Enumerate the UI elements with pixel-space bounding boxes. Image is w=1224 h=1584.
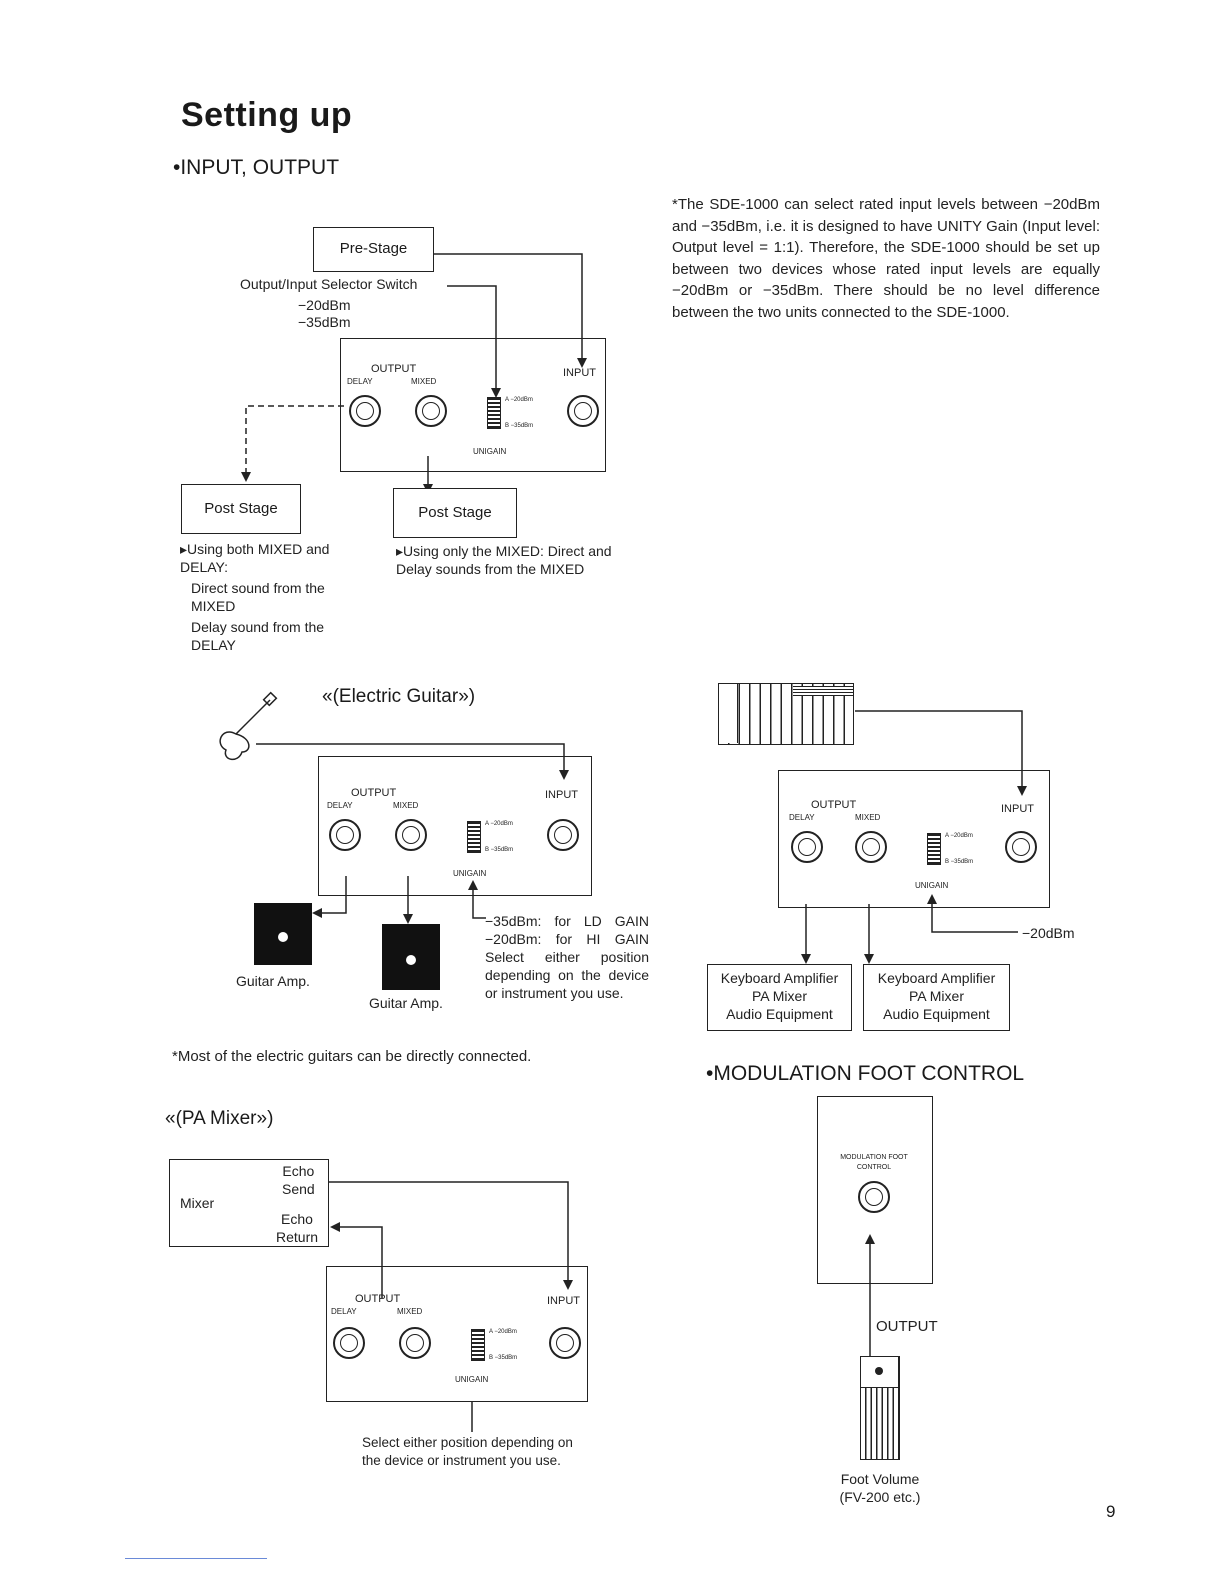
keyboard-icon (718, 683, 854, 745)
level-35-label: −35dBm (298, 314, 351, 330)
panel-output-label: OUTPUT (811, 799, 857, 811)
panel-mixed-label: MIXED (411, 377, 437, 386)
input-jack-icon (567, 395, 599, 427)
input-jack-icon (1005, 831, 1037, 863)
panel-input-label: INPUT (545, 789, 578, 801)
dest-left-box: Keyboard Amplifier PA Mixer Audio Equipm… (707, 964, 852, 1031)
panel-delay-label: DELAY (789, 813, 815, 822)
mixed-jack-icon (415, 395, 447, 427)
section-electric-guitar: «(Electric Guitar») (322, 686, 476, 707)
switch-b-label: B −35dBm (485, 847, 514, 853)
foot-volume-pedal-icon (860, 1356, 900, 1460)
post-stage-left-box: Post Stage (181, 484, 301, 534)
switch-a-label: A −20dBm (489, 1329, 517, 1335)
level-20-label: −20dBm (298, 297, 351, 313)
mixer-box: Mixer Echo Send Echo Return (169, 1159, 329, 1247)
guitar-amp-left-icon (254, 903, 312, 965)
switch-b-label: B −35dBm (505, 423, 534, 429)
switch-b-label: B −35dBm (945, 859, 974, 865)
keyboard-level-label: −20dBm (1022, 925, 1075, 941)
unigain-label: UNIGAIN (453, 869, 487, 878)
echo-send-label: Echo Send (282, 1163, 315, 1197)
mixer-label: Mixer (180, 1195, 215, 1211)
mod-unit-box: MODULATION FOOT CONTROL (817, 1096, 933, 1284)
guitar-amp-right-label: Guitar Amp. (369, 995, 443, 1011)
foot-volume-label: Foot Volume (FV-200 etc.) (839, 1471, 921, 1505)
panel-output-label: OUTPUT (351, 787, 397, 799)
footer-rule (125, 1558, 267, 1559)
panel-mixed-label: MIXED (855, 813, 881, 822)
section-pa-mixer: «(PA Mixer») (165, 1108, 274, 1129)
panel-input-label: INPUT (547, 1295, 580, 1307)
mixed-jack-icon (855, 831, 887, 863)
sde-panel-3: OUTPUT DELAY MIXED INPUT A −20dBm B −35d… (778, 770, 1050, 908)
panel-delay-label: DELAY (327, 801, 353, 810)
selector-switch-icon (487, 397, 501, 429)
pre-stage-box: Pre-Stage (313, 227, 434, 272)
unigain-label: UNIGAIN (473, 447, 507, 456)
guitar-amp-left-label: Guitar Amp. (236, 973, 310, 989)
panel-output-label: OUTPUT (355, 1293, 401, 1305)
rated-levels-note: *The SDE-1000 can select rated input lev… (672, 196, 1100, 321)
switch-a-label: A −20dBm (505, 397, 533, 403)
left-caption-1: ▸Using both MIXED and DELAY: (180, 541, 330, 575)
switch-a-label: A −20dBm (485, 821, 513, 827)
pa-caption: Select either position depending on the … (362, 1435, 573, 1468)
input-jack-icon (549, 1327, 581, 1359)
selector-switch-icon (471, 1329, 485, 1361)
sde-panel-4: OUTPUT DELAY MIXED INPUT A −20dBm B −35d… (326, 1266, 588, 1402)
panel-mixed-label: MIXED (393, 801, 419, 810)
delay-jack-icon (329, 819, 361, 851)
panel-input-label: INPUT (1001, 803, 1034, 815)
post-stage-right-box: Post Stage (393, 488, 517, 538)
page-title: Setting up (181, 96, 353, 134)
panel-input-label: INPUT (563, 367, 596, 379)
unigain-label: UNIGAIN (915, 881, 949, 890)
left-caption-3: Delay sound from the DELAY (191, 619, 325, 653)
right-caption: ▸Using only the MIXED: Direct and Delay … (396, 543, 612, 577)
delay-jack-icon (791, 831, 823, 863)
left-caption-2: Direct sound from the MIXED (191, 580, 325, 614)
guitars-note: *Most of the electric guitars can be dir… (172, 1048, 532, 1065)
mod-jack-icon (858, 1181, 890, 1213)
mixed-jack-icon (395, 819, 427, 851)
delay-jack-icon (333, 1327, 365, 1359)
selector-switch-icon (467, 821, 481, 853)
mod-unit-label: MODULATION FOOT CONTROL (840, 1154, 908, 1171)
input-jack-icon (547, 819, 579, 851)
mixed-jack-icon (399, 1327, 431, 1359)
dest-right-box: Keyboard Amplifier PA Mixer Audio Equipm… (863, 964, 1010, 1031)
switch-a-label: A −20dBm (945, 833, 973, 839)
selector-switch-label: Output/Input Selector Switch (240, 276, 418, 292)
gain-note: −35dBm: for LD GAIN −20dBm: for HI GAIN … (485, 913, 649, 1001)
electric-guitar-icon (219, 691, 278, 761)
selector-switch-icon (927, 833, 941, 865)
panel-output-label: OUTPUT (371, 363, 417, 375)
unigain-label: UNIGAIN (455, 1375, 489, 1384)
delay-jack-icon (349, 395, 381, 427)
sde-panel-1: OUTPUT DELAY MIXED INPUT A −20dBm B −35d… (340, 338, 606, 472)
panel-delay-label: DELAY (331, 1307, 357, 1316)
echo-return-label: Echo Return (276, 1211, 319, 1245)
section-modulation-foot-control: •MODULATION FOOT CONTROL (706, 1062, 1025, 1085)
panel-mixed-label: MIXED (397, 1307, 423, 1316)
page-number: 9 (1106, 1502, 1116, 1521)
switch-b-label: B −35dBm (489, 1355, 518, 1361)
guitar-amp-right-icon (382, 924, 440, 990)
mod-output-label: OUTPUT (876, 1318, 938, 1335)
sde-panel-2: OUTPUT DELAY MIXED INPUT A −20dBm B −35d… (318, 756, 592, 896)
section-input-output: •INPUT, OUTPUT (173, 156, 340, 179)
panel-delay-label: DELAY (347, 377, 373, 386)
